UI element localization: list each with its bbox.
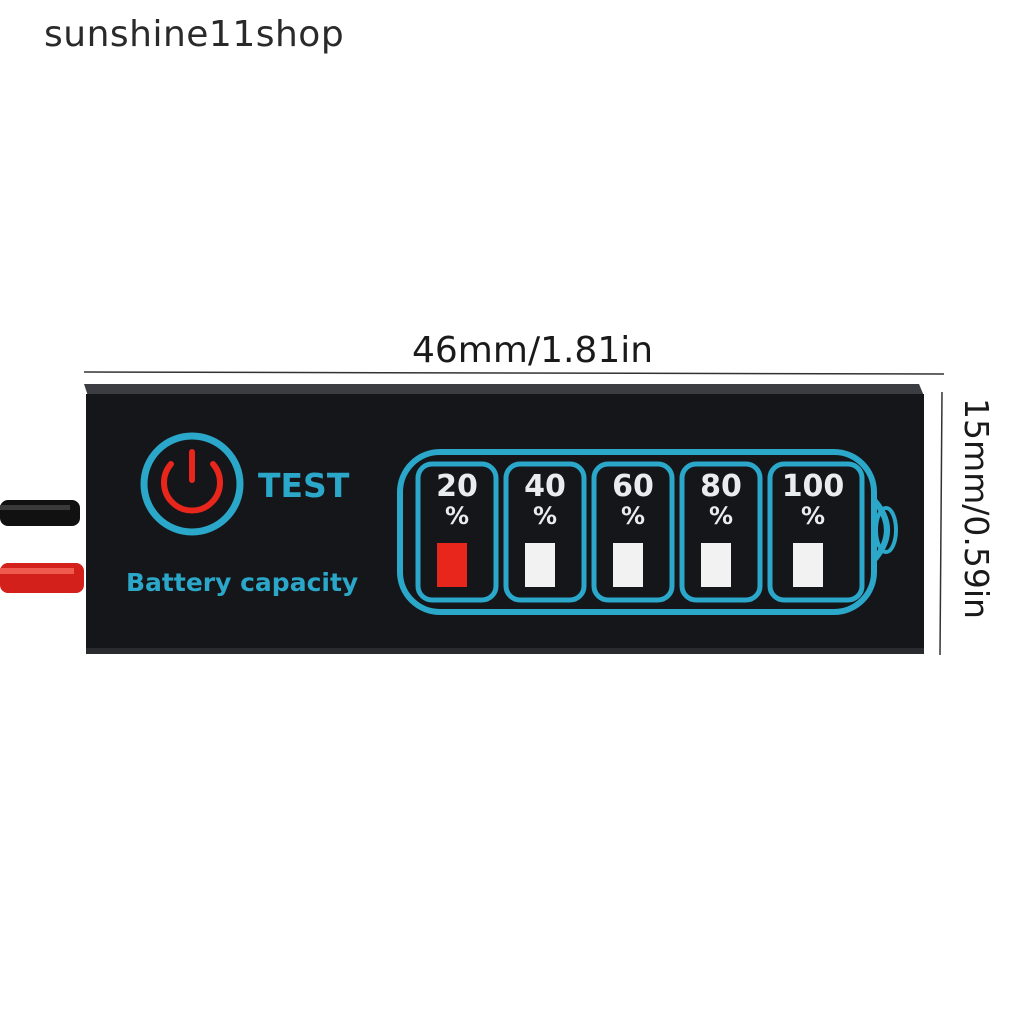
- level-number: 80: [700, 469, 742, 504]
- level-100-label: 100 %: [778, 469, 848, 530]
- black-wire: [0, 500, 80, 526]
- percent-symbol: %: [532, 502, 558, 530]
- cell-100: [767, 461, 865, 603]
- level-20-label: 20 %: [422, 469, 492, 530]
- battery-terminal-cap: [874, 506, 898, 554]
- width-dimension-label: 46mm/1.81in: [412, 330, 654, 371]
- led-60: [613, 543, 643, 587]
- led-20-lit: [437, 543, 467, 587]
- level-number: 20: [436, 469, 478, 504]
- black-wire-highlight: [0, 505, 70, 510]
- led-100: [793, 543, 823, 587]
- percent-symbol: %: [444, 502, 470, 530]
- board-shadow: [86, 648, 924, 654]
- led-40: [525, 543, 555, 587]
- power-icon: [161, 461, 223, 514]
- watermark: sunshine11shop: [44, 14, 345, 55]
- level-40-label: 40 %: [510, 469, 580, 530]
- battery-terminal: [871, 498, 890, 562]
- power-ring-outer: [140, 432, 244, 536]
- board-top-edge: [84, 384, 924, 396]
- red-wire-highlight: [0, 568, 74, 574]
- level-number: 40: [524, 469, 566, 504]
- led-80: [701, 543, 731, 587]
- battery-capacity-label: Battery capacity: [126, 568, 359, 597]
- height-dimension-line: [939, 391, 943, 656]
- percent-symbol: %: [708, 502, 734, 530]
- battery-outline: [397, 449, 877, 615]
- height-dimension-label: 15mm/0.59in: [957, 398, 996, 619]
- level-60-label: 60 %: [598, 469, 668, 530]
- level-number: 100: [781, 469, 845, 504]
- level-number: 60: [612, 469, 654, 504]
- cell-20: [415, 461, 499, 603]
- percent-symbol: %: [800, 502, 826, 530]
- test-label: TEST: [258, 466, 350, 505]
- width-dimension-line: [83, 371, 945, 375]
- cell-80: [679, 461, 763, 603]
- red-wire: [0, 563, 84, 593]
- percent-symbol: %: [620, 502, 646, 530]
- level-80-label: 80 %: [686, 469, 756, 530]
- cell-60: [591, 461, 675, 603]
- cell-40: [503, 461, 587, 603]
